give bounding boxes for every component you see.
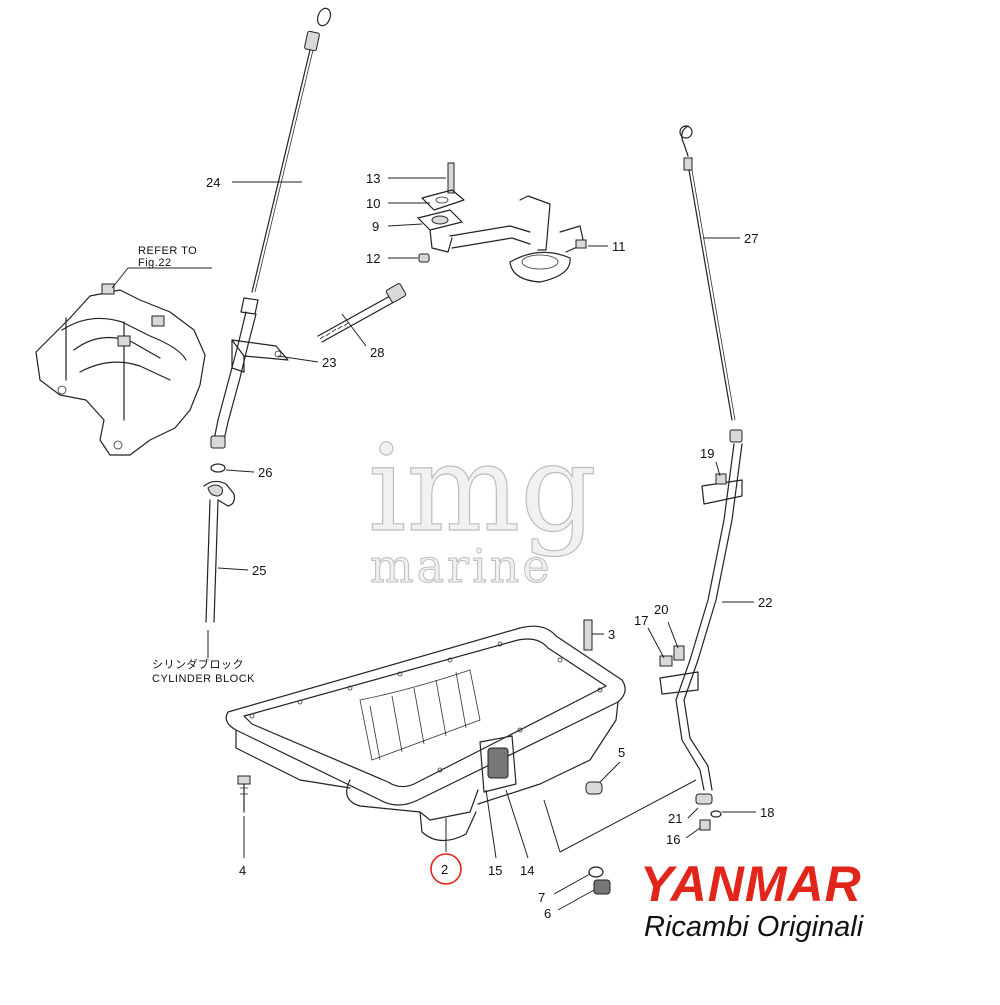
callout-25: 25	[252, 563, 266, 578]
highlight-ring-part-2	[430, 853, 462, 885]
callout-19: 19	[700, 446, 714, 461]
callout-4: 4	[239, 863, 246, 878]
callout-12: 12	[366, 251, 380, 266]
watermark-line1: img	[368, 420, 597, 559]
callout-5: 5	[618, 745, 625, 760]
callout-3: 3	[608, 627, 615, 642]
refer-note-line2: Fig.22	[138, 257, 172, 269]
brand-subtitle: Ricambi Originali	[644, 911, 864, 943]
callout-24: 24	[206, 175, 220, 190]
callout-23: 23	[322, 355, 336, 370]
brand-block: YANMAR Ricambi Originali	[640, 858, 940, 944]
dipstick-24	[240, 7, 332, 315]
dipstick-guide-23	[210, 311, 289, 449]
block-note-jp: シリンダブロック	[152, 657, 244, 671]
callout-27: 27	[744, 231, 758, 246]
block-note-en: CYLINDER BLOCK	[152, 673, 255, 685]
callout-13: 13	[366, 171, 380, 186]
callout-18: 18	[760, 805, 774, 820]
callout-10: 10	[366, 196, 380, 211]
callout-21: 21	[668, 811, 682, 826]
drain-plug	[588, 866, 611, 895]
watermark-line2: marine	[370, 539, 553, 593]
stud-3	[583, 619, 593, 651]
callout-15: 15	[488, 863, 502, 878]
brand-logo-yanmar: YANMAR	[640, 856, 862, 912]
oil-pan-2	[225, 625, 626, 842]
callout-16: 16	[666, 832, 680, 847]
oring-and-tube: シリンダブロック CYLINDER BLOCK	[152, 463, 255, 685]
oil-suction-assembly	[417, 162, 587, 283]
callout-6: 6	[544, 906, 551, 921]
leader-lines	[217, 177, 756, 911]
callout-7: 7	[538, 890, 545, 905]
refer-note-line1: REFER TO	[138, 245, 197, 257]
bolt-4	[237, 775, 251, 813]
callout-26: 26	[258, 465, 272, 480]
callout-9: 9	[372, 219, 379, 234]
callout-28: 28	[370, 345, 384, 360]
pan-flange-holes	[249, 641, 603, 773]
bolt-28	[317, 283, 407, 343]
callout-17: 17	[634, 613, 648, 628]
callout-22: 22	[758, 595, 772, 610]
dipstick-guide-22	[659, 429, 743, 831]
dipstick-27	[679, 125, 736, 421]
callout-20: 20	[654, 602, 668, 617]
callout-14: 14	[520, 863, 534, 878]
cylinder-block-reference: REFER TO Fig.22	[35, 245, 212, 456]
callout-11: 11	[612, 239, 626, 254]
watermark: img marine	[367, 419, 597, 593]
callout-2: 2	[441, 862, 448, 877]
callout-labels: 24 13 10 9 12 11 27 28 23 26 25 19 22 17…	[206, 171, 774, 921]
